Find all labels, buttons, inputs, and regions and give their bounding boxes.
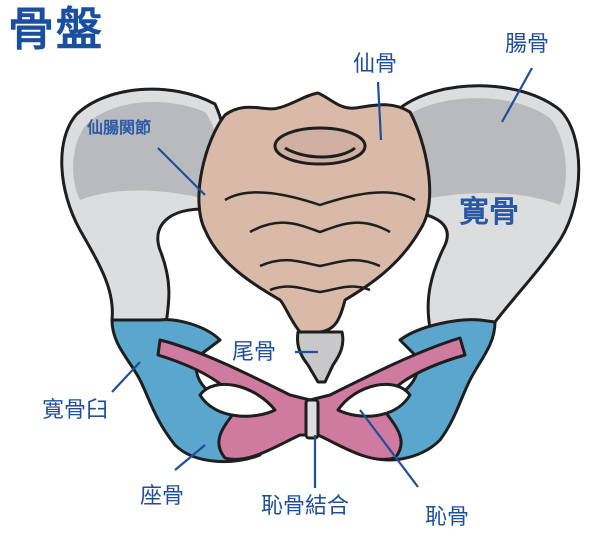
label-sacroiliac-joint: 仙腸関節 [87,118,152,137]
pubis [156,336,467,461]
label-acetabulum: 寛骨臼 [42,398,109,423]
pubic-symphysis-disc [304,398,320,440]
label-sacrum: 仙骨 [353,52,398,77]
coccyx [296,330,345,384]
label-ilium: 腸骨 [505,32,550,57]
label-ischium: 座骨 [140,484,185,509]
label-pubic-symphysis: 恥骨結合 [261,494,350,519]
label-hip-bone: 寛骨 [459,195,519,230]
label-pubis: 恥骨 [425,505,470,530]
label-coccyx: 尾骨 [232,340,277,365]
sacrum [197,91,432,334]
page-title: 骨盤 [8,2,104,56]
